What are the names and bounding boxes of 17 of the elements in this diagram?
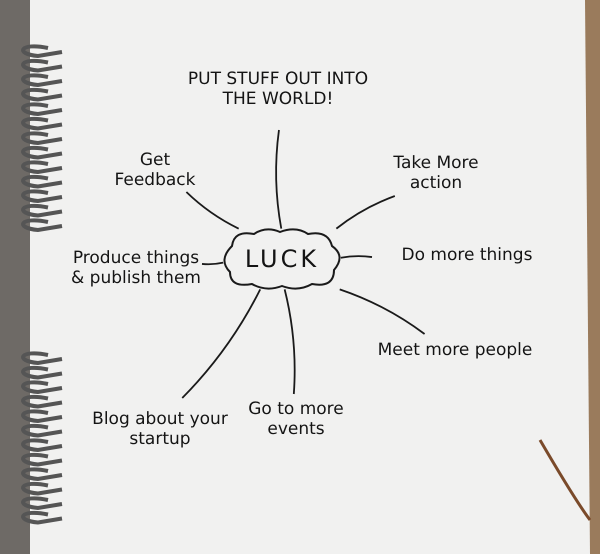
node-label: Produce things & publish them (70, 248, 202, 288)
connector-line (202, 262, 224, 266)
connector-line (275, 130, 282, 229)
node-label: Blog about your startup (91, 408, 229, 450)
node-label: Do more things (402, 244, 532, 266)
node-label: LUCK (244, 244, 320, 274)
node-label: Go to more events (247, 398, 345, 440)
node-label: PUT STUFF OUT INTO THE WORLD! (186, 68, 370, 110)
connector-line (182, 288, 261, 399)
connector-line (186, 191, 240, 230)
connector-line (340, 255, 372, 259)
connector-line (284, 289, 296, 394)
node-label: Get Feedback (114, 150, 196, 190)
connector-line (339, 288, 426, 335)
node-label: Take More action (392, 152, 480, 194)
node-label: Meet more people (378, 340, 532, 360)
connector-line (336, 195, 396, 230)
